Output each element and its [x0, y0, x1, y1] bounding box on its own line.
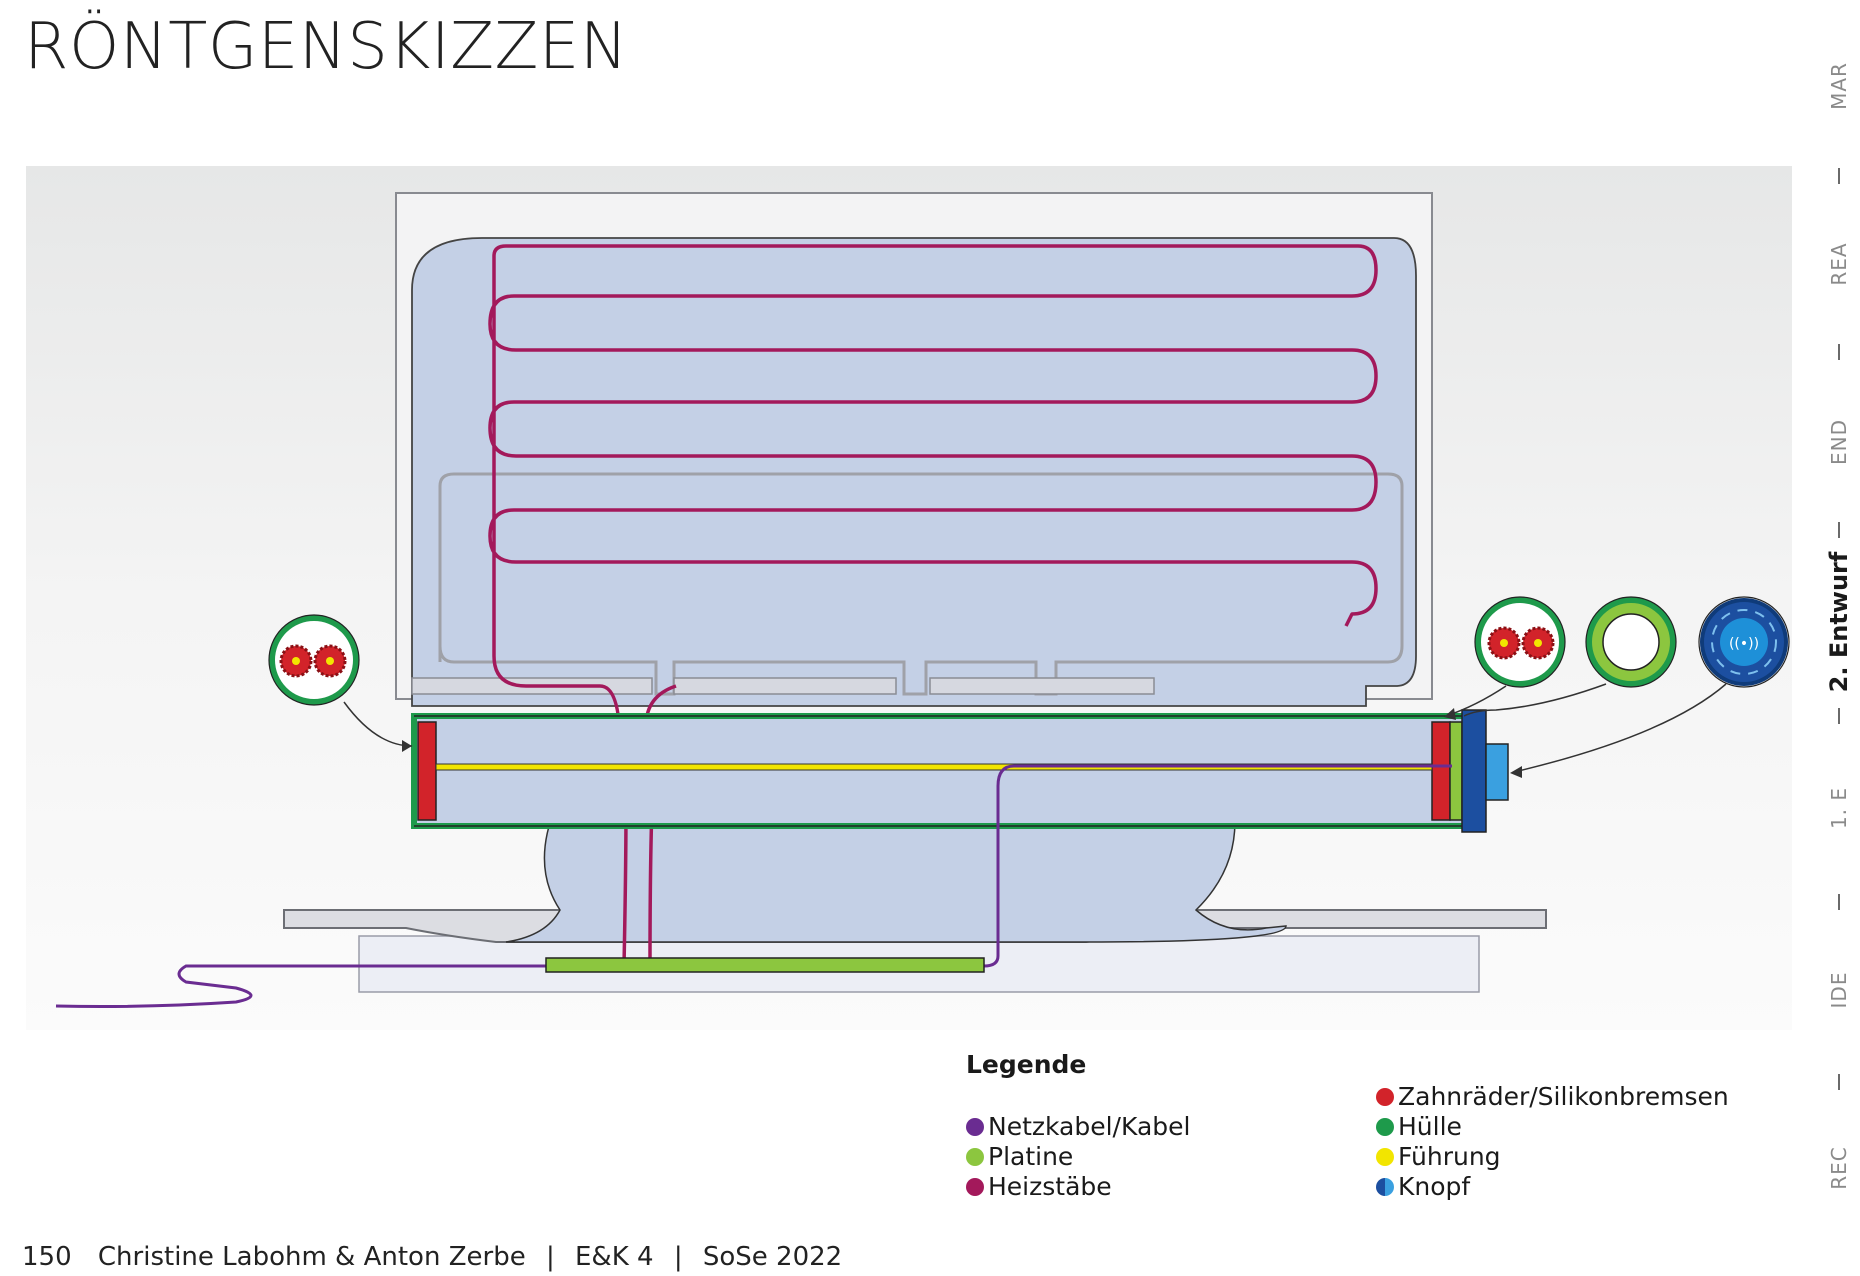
purple-dot-icon [966, 1117, 984, 1136]
yellow-dot-icon [1376, 1147, 1394, 1166]
legend-item-gears: Zahnräder/Silikonbremsen [1376, 1082, 1729, 1111]
legend-label: Hülle [1398, 1112, 1462, 1141]
legend-item-shell: Hülle [1376, 1112, 1462, 1141]
gear-block-left [417, 721, 437, 821]
legend-item-guide: Führung [1376, 1142, 1501, 1171]
hinge-module-shell [411, 713, 1481, 829]
legend-item-heating: Heizstäbe [966, 1172, 1112, 1201]
footer-course: E&K 4 [575, 1242, 654, 1272]
board-strip-right [1449, 721, 1463, 821]
blue-half-dot-icon [1376, 1177, 1394, 1196]
footer-separator: | [545, 1242, 555, 1272]
footer-authors: Christine Labohm & Anton Zerbe [97, 1242, 526, 1272]
svg-text:((•)): ((•)) [1729, 636, 1759, 652]
nav-item-rea[interactable]: REA [1827, 242, 1851, 286]
page-title: RÖNTGENSKIZZEN [24, 10, 629, 84]
nav-item-ide[interactable]: IDE [1827, 971, 1851, 1009]
callout-arrowhead-button [1510, 766, 1522, 778]
detail-gears-right [1474, 596, 1566, 688]
legend-label: Netzkabel/Kabel [988, 1112, 1191, 1141]
footer-separator: | [673, 1242, 683, 1272]
detail-shell-ring [1585, 596, 1677, 688]
legend: Legende Netzkabel/Kabel Platine Heizstäb… [966, 1050, 1766, 1220]
heating-coil [488, 244, 1378, 656]
circuit-board [545, 957, 985, 973]
stand-neck [505, 805, 1287, 943]
chapter-side-nav: MAR REA END 2. Entwurf 1. E IDE REC [1818, 0, 1860, 1276]
callout-arrow-button [1513, 683, 1727, 773]
nav-item-entwurf-2[interactable]: 2. Entwurf [1825, 551, 1853, 693]
nav-divider [1838, 522, 1840, 538]
legend-label: Heizstäbe [988, 1172, 1112, 1201]
legend-item-cable: Netzkabel/Kabel [966, 1112, 1190, 1141]
detail-button: ((•)) [1698, 596, 1790, 688]
nav-item-entwurf-1[interactable]: 1. E [1827, 786, 1851, 830]
mains-cable [55, 964, 546, 1008]
nav-divider [1838, 168, 1840, 184]
callout-arrowhead-gears-right [1444, 708, 1456, 720]
magenta-dot-icon [966, 1177, 984, 1196]
callout-arrow-shell [1463, 683, 1607, 717]
xray-sketch-figure: ((•)) [26, 166, 1792, 1030]
button-housing [1461, 709, 1487, 833]
callout-arrowhead-left [402, 740, 412, 752]
legend-label: Zahnräder/Silikonbremsen [1398, 1082, 1729, 1111]
plate-rail [438, 472, 1404, 696]
nav-divider [1838, 1074, 1840, 1090]
gear-block-right [1431, 721, 1451, 821]
nav-item-rec[interactable]: REC [1827, 1146, 1851, 1190]
legend-label: Führung [1398, 1142, 1501, 1171]
page-number: 150 [22, 1242, 72, 1272]
hinge-bar-mid [673, 677, 897, 695]
legend-item-button: Knopf [1376, 1172, 1470, 1201]
nav-divider [1838, 708, 1840, 724]
dark-green-dot-icon [1376, 1117, 1394, 1136]
button-cap [1485, 743, 1509, 801]
footer-semester: SoSe 2022 [702, 1242, 843, 1272]
legend-label: Platine [988, 1142, 1074, 1171]
detail-gears-left [268, 614, 360, 706]
nav-item-mar[interactable]: MAR [1827, 62, 1851, 110]
heating-plate-body [411, 237, 1417, 707]
red-dot-icon [1376, 1087, 1394, 1106]
legend-label: Knopf [1398, 1172, 1471, 1201]
power-cable [983, 764, 1452, 968]
legend-title: Legende [966, 1050, 1087, 1079]
hinge-bar-right [929, 677, 1155, 695]
legend-item-board: Platine [966, 1142, 1073, 1171]
nav-item-end[interactable]: END [1827, 419, 1851, 465]
nav-divider [1838, 894, 1840, 910]
nav-divider [1838, 344, 1840, 360]
page-footer: 150 Christine Labohm & Anton Zerbe | E&K… [22, 1242, 842, 1272]
green-dot-icon [966, 1147, 984, 1166]
